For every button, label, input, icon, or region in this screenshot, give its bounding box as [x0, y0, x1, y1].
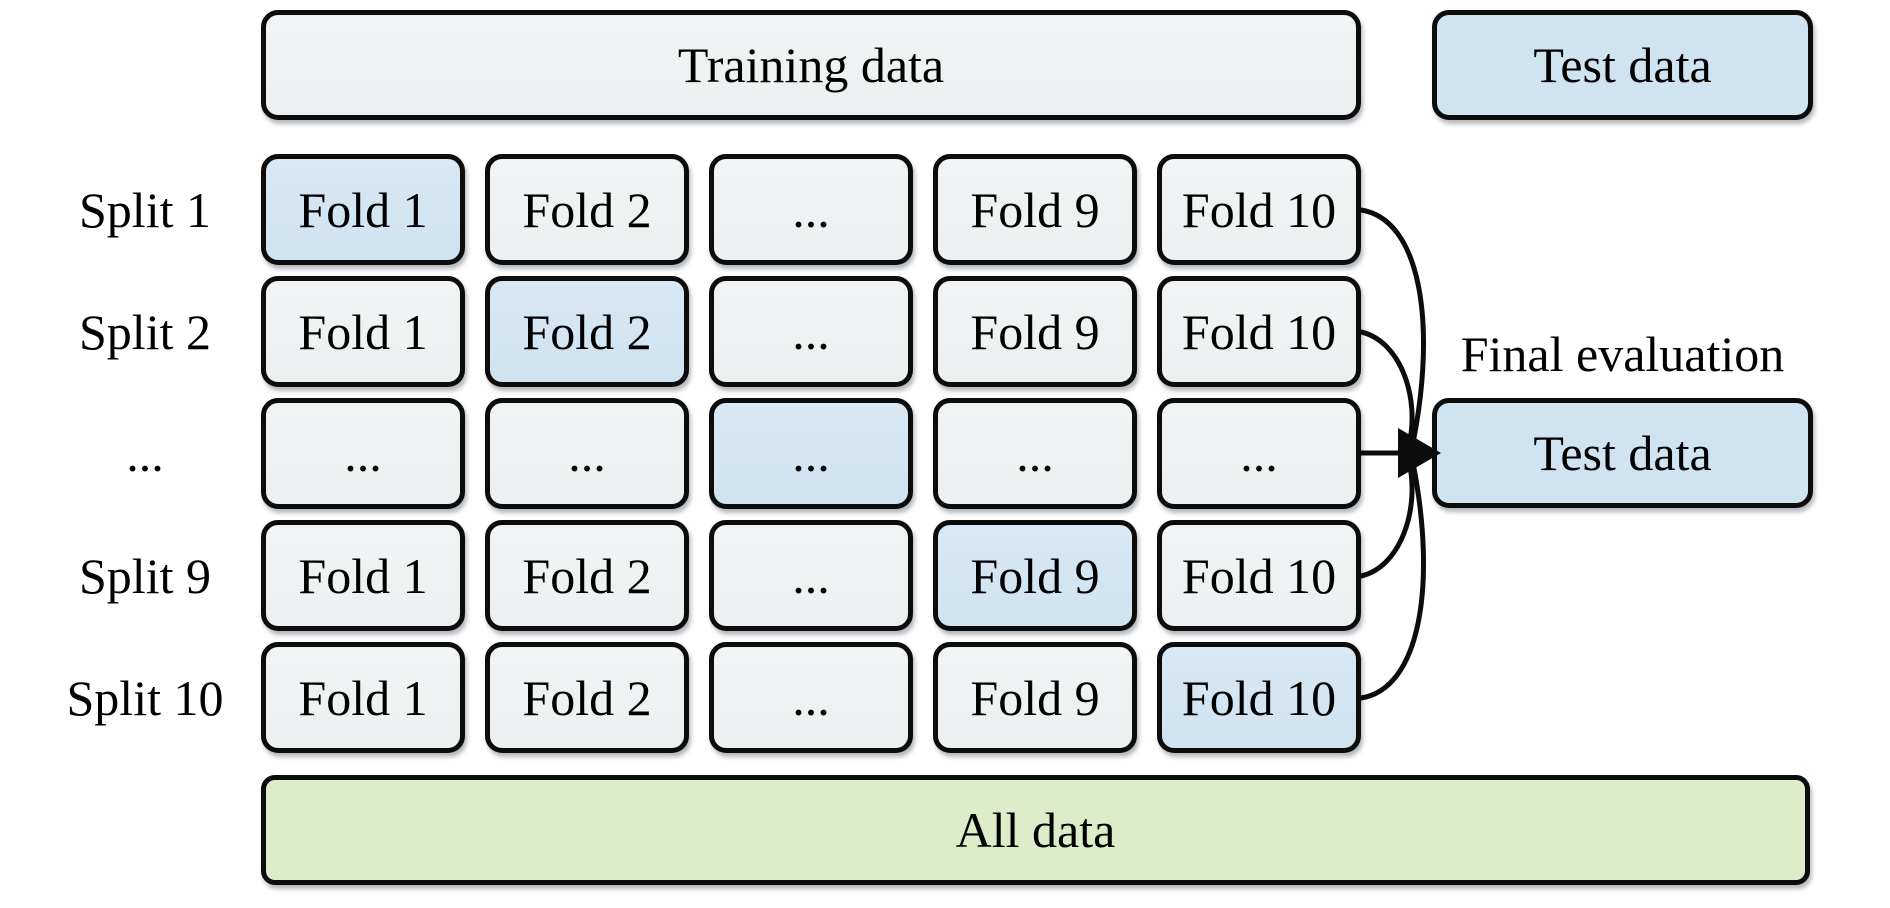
fold-cell: Fold 9 [933, 642, 1137, 753]
fold-cell-test: Fold 10 [1157, 642, 1361, 753]
fold-cell: Fold 10 [1157, 276, 1361, 387]
curve-split-1 [1358, 207, 1427, 446]
split-row-label: Split 9 [79, 547, 211, 604]
fold-cell: ... [1157, 398, 1361, 509]
fold-cell: ... [933, 398, 1137, 509]
fold-cell: Fold 10 [1157, 520, 1361, 631]
split-row-label: Split 2 [79, 303, 211, 360]
fold-cell: ... [709, 154, 913, 265]
fold-cell: Fold 9 [933, 154, 1137, 265]
fold-cell-test: Fold 9 [933, 520, 1137, 631]
test-data-box: Test data [1432, 10, 1813, 120]
fold-cell-test: Fold 1 [261, 154, 465, 265]
split-row-label: Split 10 [66, 669, 224, 726]
fold-cell: Fold 10 [1157, 154, 1361, 265]
fold-cell: Fold 1 [261, 642, 465, 753]
fold-cell: Fold 2 [485, 642, 689, 753]
fold-cell: ... [709, 520, 913, 631]
fold-cell: ... [261, 398, 465, 509]
curve-split-2 [1358, 329, 1415, 447]
split-row-label: ... [126, 425, 164, 482]
final-test-data-box: Test data [1432, 398, 1813, 508]
fold-cell: Fold 1 [261, 520, 465, 631]
convergence-curves [1358, 207, 1427, 701]
training-data-box: Training data [261, 10, 1361, 120]
all-data-box: All data [261, 775, 1810, 885]
final-evaluation-label: Final evaluation [1460, 326, 1785, 382]
fold-cell: ... [709, 642, 913, 753]
curve-split-9 [1358, 459, 1415, 579]
fold-cell: Fold 1 [261, 276, 465, 387]
curve-split-10 [1358, 460, 1426, 701]
fold-cell: ... [709, 276, 913, 387]
split-row-label: Split 1 [79, 181, 211, 238]
fold-cell-test: Fold 2 [485, 276, 689, 387]
fold-cell: Fold 2 [485, 520, 689, 631]
fold-cell-test: ... [709, 398, 913, 509]
fold-cell: ... [485, 398, 689, 509]
fold-cell: Fold 2 [485, 154, 689, 265]
fold-cell: Fold 9 [933, 276, 1137, 387]
